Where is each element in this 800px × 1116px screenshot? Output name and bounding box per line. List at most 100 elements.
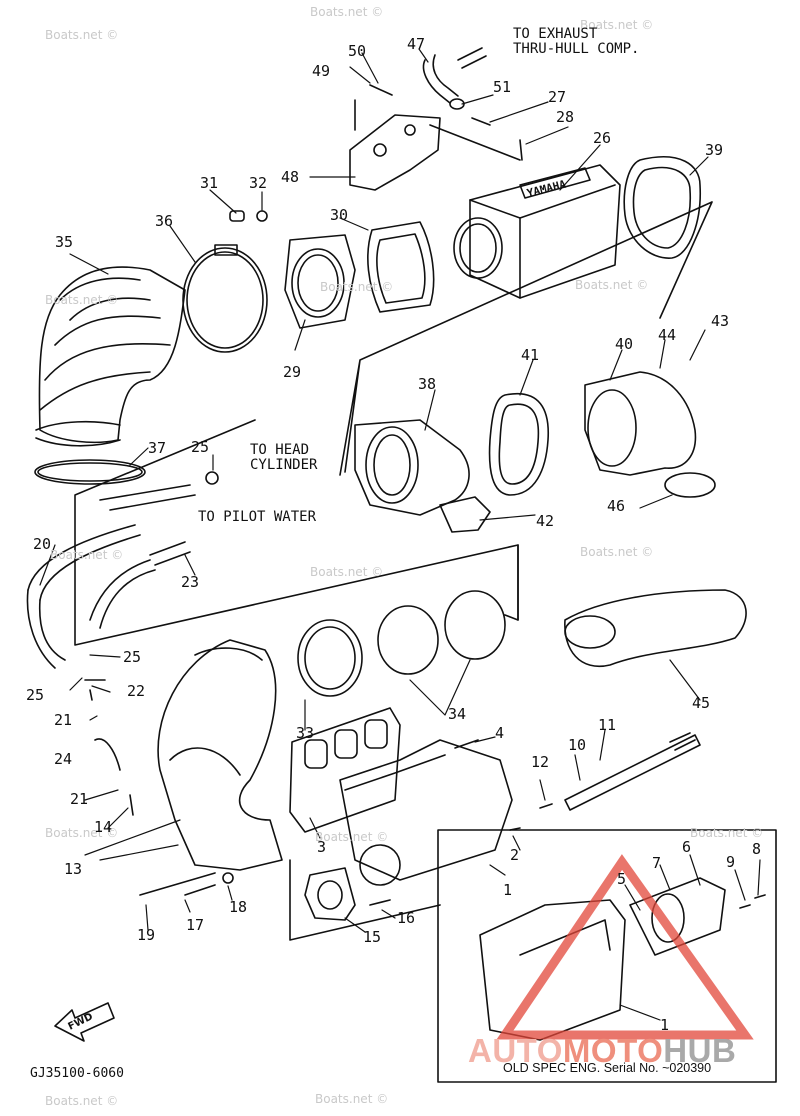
watermark: Boats.net © — [45, 28, 119, 42]
part-label-43: 43 — [711, 312, 730, 330]
part-47-hose — [422, 47, 487, 110]
part-label-22: 22 — [127, 682, 146, 700]
part-label-46: 46 — [607, 497, 626, 515]
part-33-ring — [297, 619, 363, 697]
logo-part-moto: MOTO — [562, 1032, 664, 1069]
part-label-9: 9 — [726, 853, 736, 871]
part-hoses — [26, 471, 219, 669]
part-label-14: 14 — [94, 818, 113, 836]
logo-part-auto: AUTO — [468, 1032, 563, 1069]
part-label-33: 33 — [296, 724, 315, 742]
part-label-34: 34 — [448, 705, 467, 723]
part-label-25: 25 — [191, 438, 210, 456]
watermark: Boats.net © — [690, 826, 764, 840]
part-label-7: 7 — [652, 854, 662, 872]
part-label-50: 50 — [348, 42, 367, 60]
part-36-clamp — [182, 244, 268, 353]
part-label-25c: 25 — [26, 686, 45, 704]
part-label-1-inset: 1 — [660, 1016, 670, 1034]
part-label-24: 24 — [54, 750, 73, 768]
watermark: Boats.net © — [580, 545, 654, 559]
part-38-elbow — [354, 419, 470, 516]
part-label-36: 36 — [155, 212, 174, 230]
part-label-2: 2 — [510, 846, 520, 864]
part-1-manifold — [339, 739, 513, 886]
note-to-pilot-water: TO PILOT WATER — [198, 509, 317, 525]
part-13-elbow — [157, 639, 283, 871]
part-label-27: 27 — [548, 88, 567, 106]
part-label-5: 5 — [617, 870, 627, 888]
part-46-clamp — [664, 472, 716, 498]
part-label-8: 8 — [752, 840, 762, 858]
logo-part-hub: HUB — [663, 1032, 737, 1069]
part-39-gasket — [623, 156, 701, 259]
watermark: Boats.net © — [45, 826, 119, 840]
part-label-38: 38 — [418, 375, 437, 393]
inset-parts — [479, 877, 766, 1041]
part-15-gasket — [304, 867, 356, 921]
part-label-12: 12 — [531, 753, 550, 771]
part-label-11: 11 — [598, 716, 617, 734]
part-label-3: 3 — [317, 838, 327, 856]
part-label-6: 6 — [682, 838, 692, 856]
automotohub-logo: AUTOMOTOHUB — [468, 1032, 736, 1070]
part-label-23: 23 — [181, 573, 200, 591]
part-4-bolt — [454, 739, 479, 749]
yamaha-stamp: YAMAHA — [526, 178, 568, 200]
part-label-47: 47 — [407, 35, 426, 53]
group-bracket-manifold — [289, 859, 441, 941]
part-label-26: 26 — [593, 129, 612, 147]
part-41-gasket — [488, 392, 550, 496]
part-label-20: 20 — [33, 535, 52, 553]
part-14-tube — [129, 794, 134, 816]
part-label-32: 32 — [249, 174, 268, 192]
note-to-exhaust: TO EXHAUST THRU-HULL COMP. — [513, 26, 640, 57]
part-label-48: 48 — [281, 168, 300, 186]
watermark: Boats.net © — [580, 18, 654, 32]
part-label-37: 37 — [148, 439, 167, 457]
part-24-hose — [94, 738, 121, 771]
watermark: Boats.net © — [310, 565, 384, 579]
part-label-31: 31 — [200, 174, 219, 192]
group-line-34 — [504, 544, 519, 621]
part-label-29: 29 — [283, 363, 302, 381]
part-label-40: 40 — [615, 335, 634, 353]
part-label-44: 44 — [658, 326, 677, 344]
part-label-13: 13 — [64, 860, 83, 878]
part-26-muffler — [453, 164, 621, 299]
part-label-42: 42 — [536, 512, 555, 530]
part-label-21: 21 — [54, 711, 73, 729]
part-17-19-bolts — [139, 872, 216, 896]
part-label-25b: 25 — [123, 648, 142, 666]
part-22-fitting — [84, 679, 106, 701]
part-label-49: 49 — [312, 62, 331, 80]
part-42-fitting — [439, 496, 491, 533]
note-to-head-cylinder: TO HEAD CYLINDER — [250, 442, 318, 473]
part-30-gasket — [367, 221, 435, 313]
part-label-10: 10 — [568, 736, 587, 754]
watermark: Boats.net © — [45, 1094, 119, 1108]
part-label-51: 51 — [493, 78, 512, 96]
part-18-washer — [222, 872, 234, 884]
part-3-gasket — [289, 707, 401, 833]
part-48-bracket — [349, 84, 521, 191]
inset-box — [437, 829, 777, 1083]
part-34-rings — [377, 590, 506, 675]
part-12-fitting — [539, 803, 553, 809]
automotohub-triangle-icon — [496, 854, 754, 1040]
drawing-code: GJ35100-6060 — [30, 1066, 124, 1081]
part-label-45: 45 — [692, 694, 711, 712]
part-label-1: 1 — [503, 881, 513, 899]
leader-lines — [39, 48, 761, 1021]
part-label-39: 39 — [705, 141, 724, 159]
part-label-15: 15 — [363, 928, 382, 946]
watermark: Boats.net © — [315, 830, 389, 844]
part-35-elbow — [35, 266, 186, 447]
part-label-18: 18 — [229, 898, 248, 916]
part-label-19: 19 — [137, 926, 156, 944]
watermark: Boats.net © — [320, 280, 394, 294]
part-37-clamp — [34, 459, 146, 485]
part-label-17: 17 — [186, 916, 205, 934]
fwd-arrow — [54, 1002, 115, 1042]
inset-caption: OLD SPEC ENG. Serial No. ~020390 — [503, 1061, 712, 1075]
